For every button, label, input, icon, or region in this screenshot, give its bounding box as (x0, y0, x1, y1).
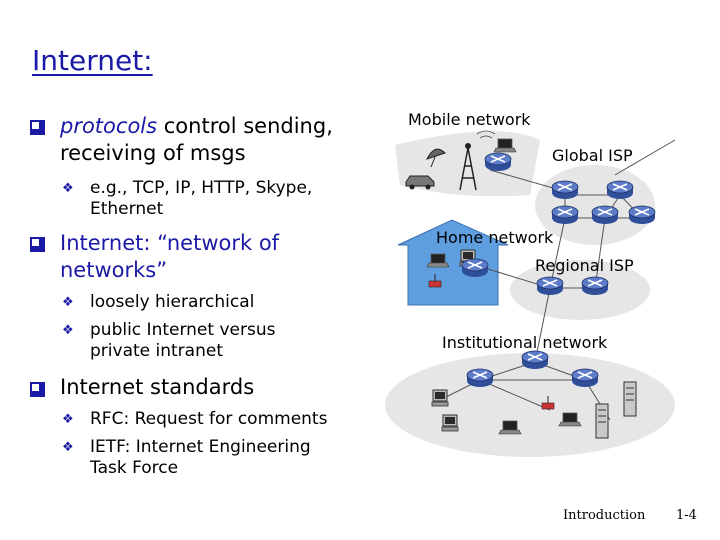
bullet-network-of-networks: Internet: “network of networks” (60, 230, 360, 284)
q-bullet-icon (30, 237, 45, 252)
institutional-pc-icon (441, 414, 459, 432)
diamond-bullet-icon: ❖ (62, 181, 74, 196)
sub-bullet-hierarchical: loosely hierarchical (90, 292, 255, 312)
mobile-network-label: Mobile network (408, 110, 531, 129)
footer-page-number: 1-4 (676, 508, 697, 523)
network-diagram (385, 130, 676, 457)
diamond-bullet-icon: ❖ (62, 412, 74, 427)
diamond-bullet-icon: ❖ (62, 323, 74, 338)
bullet-internet-standards: Internet standards (60, 375, 255, 399)
institutional-network-label: Institutional network (442, 333, 608, 352)
wireless-icon (476, 130, 496, 139)
institutional-access-point-icon (541, 396, 555, 410)
home-router-icon (461, 258, 489, 278)
satellite-dish-icon (426, 148, 446, 168)
bullet-protocols: protocols control sending, receiving of … (60, 113, 360, 167)
footer-section: Introduction (563, 508, 646, 523)
regional-isp-cloud (510, 260, 650, 320)
regional-isp-label: Regional ISP (535, 256, 634, 275)
q-bullet-icon (30, 120, 45, 135)
mobile-router-icon (484, 152, 512, 172)
global-isp-router-icon (591, 205, 619, 225)
regional-isp-router-icon (536, 276, 564, 296)
sub-bullet-protocol-examples: e.g., TCP, IP, HTTP, Skype, Ethernet (90, 178, 360, 220)
cell-tower-icon (459, 143, 477, 191)
sub-text: public Internet versus (90, 320, 276, 340)
sub-text: Ethernet (90, 199, 164, 219)
q-bullet-icon (30, 382, 45, 397)
bullet-text: receiving of msgs (60, 141, 246, 165)
institutional-pc-icon (431, 389, 449, 407)
global-isp-router-icon (606, 180, 634, 200)
institutional-router-icon (571, 368, 599, 388)
bullet-text: Internet: “network of (60, 231, 280, 255)
protocols-term: protocols (60, 114, 158, 138)
institutional-router-icon (466, 368, 494, 388)
sub-bullet-ietf: IETF: Internet Engineering Task Force (90, 437, 370, 479)
server-icon (623, 381, 637, 417)
diamond-bullet-icon: ❖ (62, 440, 74, 455)
sub-text: IETF: Internet Engineering (90, 437, 311, 457)
car-icon (405, 175, 435, 190)
global-isp-router-icon (551, 205, 579, 225)
institutional-router-icon (521, 350, 549, 370)
sub-text: private intranet (90, 341, 223, 361)
regional-isp-router-icon (581, 276, 609, 296)
global-isp-router-icon (551, 180, 579, 200)
sub-bullet-rfc: RFC: Request for comments (90, 409, 328, 429)
sub-bullet-public-private: public Internet versus private intranet (90, 320, 360, 362)
slide-title: Internet: (32, 44, 153, 77)
server-icon (595, 403, 609, 439)
diamond-bullet-icon: ❖ (62, 295, 74, 310)
home-network-house (397, 219, 509, 306)
wifi-access-point-icon (428, 274, 442, 288)
sub-text: Task Force (90, 458, 179, 478)
bullet-text: networks” (60, 258, 168, 282)
sub-text: e.g., TCP, IP, HTTP, Skype, (90, 178, 313, 198)
global-isp-router-icon (628, 205, 656, 225)
bullet-text: control sending, (157, 114, 333, 138)
home-network-label: Home network (436, 228, 554, 247)
global-isp-label: Global ISP (552, 146, 633, 165)
